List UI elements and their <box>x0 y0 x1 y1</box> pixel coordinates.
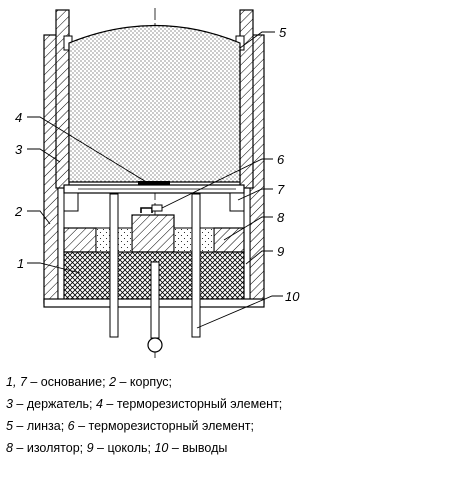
legend-text: – корпус; <box>116 375 173 389</box>
legend-line-3: 5 – линза; 6 – терморезисторный элемент; <box>6 419 254 433</box>
housing-left-inner <box>57 184 65 304</box>
legend-text: – линза; <box>12 419 68 433</box>
leader-1 <box>27 262 81 274</box>
lens <box>68 24 241 183</box>
lead-center-upper <box>150 261 160 339</box>
legend-num: 2 <box>109 375 117 389</box>
leader-7 <box>237 188 273 201</box>
lead-center-eye <box>147 337 163 353</box>
leader-9 <box>245 250 273 265</box>
thermistor-element-6-body <box>151 204 163 212</box>
insulator-center <box>131 214 175 253</box>
legend-num: 4 <box>95 397 103 411</box>
base-right-step <box>229 192 245 212</box>
legend-num: 3 <box>6 397 13 411</box>
leader-6 <box>161 158 273 209</box>
legend-text: – терморезисторный элемент; <box>102 397 283 411</box>
leader-lines <box>27 31 283 329</box>
legend-num: 8 <box>6 441 13 455</box>
legend-num: 10 <box>154 441 169 455</box>
lead-left <box>109 193 119 338</box>
legend-text: – терморезисторный элемент; <box>74 419 254 433</box>
legend-num: 5 <box>6 419 13 433</box>
leader-3 <box>27 148 61 163</box>
leader-8 <box>223 216 273 241</box>
legend-text: – выводы <box>168 441 228 455</box>
legend-line-1: 1, 7 – основание; 2 – корпус; <box>6 375 172 389</box>
callout-1: 1 <box>17 256 24 271</box>
lead-right <box>191 193 201 338</box>
insulator-right <box>213 227 245 253</box>
callout-7: 7 <box>277 182 285 197</box>
leads <box>109 193 201 353</box>
callout-2: 2 <box>14 204 23 219</box>
legend-text: – цоколь; <box>93 441 155 455</box>
callout-5: 5 <box>279 25 287 40</box>
housing-right-inner <box>243 184 251 304</box>
legend-num: 1, 7 <box>6 375 27 389</box>
callout-9: 9 <box>277 244 284 259</box>
callout-3: 3 <box>15 142 23 157</box>
legend-line-4: 8 – изолятор; 9 – цоколь; 10 – выводы <box>6 441 227 455</box>
base-left-step <box>63 192 79 212</box>
callout-6: 6 <box>277 152 285 167</box>
legend-num: 6 <box>67 419 75 433</box>
callout-8: 8 <box>277 210 285 225</box>
legend-text: – основание; <box>26 375 110 389</box>
legend-text: – изолятор; <box>12 441 87 455</box>
insulator-left <box>63 227 97 253</box>
leader-10 <box>196 295 283 329</box>
leader-5 <box>239 31 275 49</box>
thermistor-element-4 <box>138 181 170 185</box>
leader-4 <box>27 116 149 184</box>
callout-10: 10 <box>285 289 300 304</box>
legend-text: – держатель; <box>12 397 96 411</box>
legend-num: 9 <box>86 441 94 455</box>
thermistor-element-6 <box>140 207 153 213</box>
leader-2 <box>27 210 51 225</box>
callout-4: 4 <box>15 110 22 125</box>
legend-line-2: 3 – держатель; 4 – терморезисторный элем… <box>6 397 282 411</box>
